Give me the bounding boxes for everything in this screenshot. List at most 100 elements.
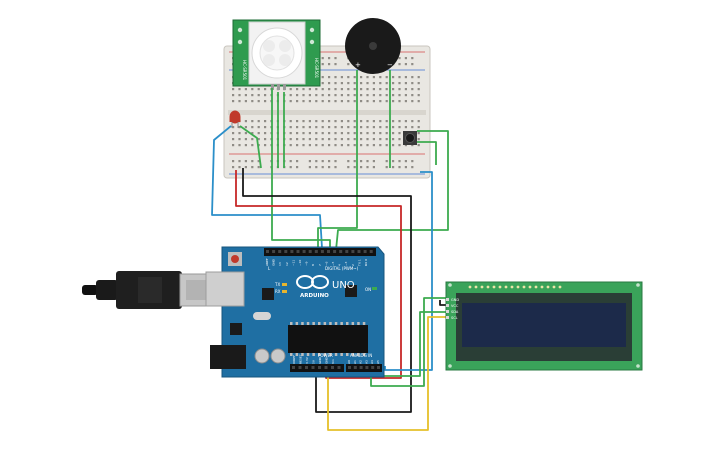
breadboard-hole — [392, 76, 395, 79]
breadboard-hole — [264, 138, 267, 141]
pir-label-right: HC-SR501 — [314, 58, 319, 79]
breadboard-hole — [385, 132, 388, 135]
header-pin[interactable] — [292, 366, 295, 369]
breadboard-hole — [379, 88, 382, 91]
breadboard-hole — [328, 132, 331, 135]
header-pin[interactable] — [278, 250, 282, 253]
breadboard-hole — [340, 120, 343, 123]
breadboard-hole — [321, 144, 324, 147]
header-pin[interactable] — [290, 250, 294, 253]
header-pin[interactable] — [353, 366, 357, 369]
breadboard-hole — [328, 120, 331, 123]
pushbutton[interactable] — [403, 131, 417, 145]
header-pin[interactable] — [266, 250, 269, 253]
breadboard-hole — [308, 94, 311, 97]
header-pin[interactable] — [296, 250, 300, 253]
breadboard-hole — [264, 144, 267, 147]
lcd-i2c-pin[interactable] — [446, 310, 449, 313]
header-pin[interactable] — [363, 250, 367, 253]
header-pin[interactable] — [314, 250, 318, 253]
breadboard-hole — [385, 88, 388, 91]
power-pin-label: IOREF — [292, 355, 296, 364]
header-pin[interactable] — [302, 250, 306, 253]
usb-cable[interactable] — [82, 271, 221, 309]
breadboard-hole — [347, 63, 350, 66]
breadboard-hole — [315, 126, 318, 129]
breadboard-hole — [289, 120, 292, 123]
breadboard-hole — [251, 100, 254, 103]
breadboard-hole — [347, 138, 350, 141]
header-pin[interactable] — [377, 366, 380, 369]
breadboard-hole — [296, 144, 299, 147]
breadboard-hole — [347, 82, 350, 85]
header-pin[interactable] — [324, 366, 328, 369]
breadboard-hole — [360, 144, 363, 147]
breadboard-hole — [264, 94, 267, 97]
chip-pin — [301, 322, 304, 325]
breadboard-hole — [257, 94, 260, 97]
breadboard-hole — [232, 132, 235, 135]
breadboard-hole — [366, 126, 369, 129]
header-pin[interactable] — [308, 250, 312, 253]
breadboard-hole — [308, 144, 311, 147]
breadboard-hole — [232, 94, 235, 97]
header-pin[interactable] — [298, 366, 302, 369]
chip-pin — [312, 353, 315, 356]
header-pin[interactable] — [318, 366, 321, 369]
pir-sensor[interactable]: HC-SR501 HC-SR501 — [232, 19, 321, 90]
arduino-model: UNO — [332, 280, 355, 291]
header-pin[interactable] — [369, 250, 373, 253]
header-pin[interactable] — [357, 250, 361, 253]
breadboard-hole — [417, 100, 420, 103]
breadboard-hole — [302, 144, 305, 147]
lcd-i2c-pin[interactable] — [446, 304, 449, 307]
header-pin[interactable] — [305, 366, 308, 369]
header-pin[interactable] — [272, 250, 276, 253]
chip-pin — [340, 322, 343, 325]
lcd-i2c-pin[interactable] — [446, 298, 449, 301]
breadboard-hole — [366, 88, 369, 91]
header-pin[interactable] — [320, 250, 324, 253]
lcd-pin — [480, 285, 484, 289]
header-pin[interactable] — [311, 366, 315, 369]
breadboard-hole — [360, 166, 363, 169]
header-pin[interactable] — [331, 366, 334, 369]
analog-pin-label: A2 — [359, 360, 363, 364]
header-pin[interactable] — [359, 366, 363, 369]
breadboard-hole — [334, 144, 337, 147]
digital-pin-label: ~11 — [291, 260, 295, 266]
header-pin[interactable] — [348, 366, 351, 369]
breadboard-hole — [308, 132, 311, 135]
lcd-i2c-pin[interactable] — [446, 316, 449, 319]
chip-pin — [351, 353, 355, 356]
breadboard-hole — [353, 144, 356, 147]
analog-label: ANALOG IN — [350, 353, 372, 358]
breadboard-hole — [328, 63, 331, 66]
digital-pin-label: 7 — [318, 264, 322, 266]
header-pin[interactable] — [333, 250, 337, 253]
header-pin[interactable] — [345, 250, 349, 253]
red-led[interactable] — [229, 110, 241, 129]
breadboard-hole — [296, 88, 299, 91]
breadboard-hole — [328, 144, 331, 147]
arduino-uno[interactable]: ARDUINO UNO DIGITAL (PWM~) POWER ANALOG … — [205, 246, 385, 378]
header-pin[interactable] — [371, 366, 375, 369]
header-pin[interactable] — [337, 366, 341, 369]
header-pin[interactable] — [327, 250, 330, 253]
header-pin[interactable] — [284, 250, 288, 253]
header-pin[interactable] — [365, 366, 369, 369]
piezo-buzzer[interactable]: + − — [345, 18, 401, 74]
breadboard-hole — [232, 126, 235, 129]
breadboard-hole — [244, 132, 247, 135]
breadboard-hole — [404, 63, 407, 66]
breadboard-hole — [328, 94, 331, 97]
breadboard-hole — [244, 160, 247, 163]
breadboard-hole — [238, 138, 241, 141]
breadboard-hole — [372, 160, 375, 163]
power-pin-label: 5V — [312, 359, 316, 364]
header-pin[interactable] — [339, 250, 343, 253]
lcd-pin — [516, 285, 520, 289]
header-pin[interactable] — [351, 250, 355, 253]
